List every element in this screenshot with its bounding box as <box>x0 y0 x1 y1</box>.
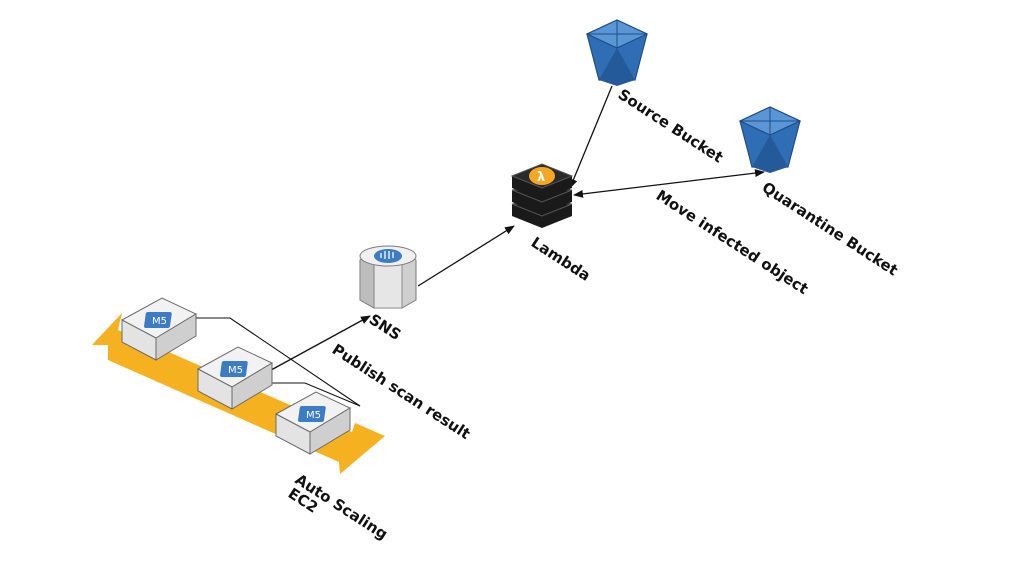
sns-icon <box>359 245 417 309</box>
instance-type-badge: M5 <box>220 361 248 377</box>
ec2-instance: M5 <box>196 346 274 410</box>
instance-type-label: M5 <box>228 365 243 376</box>
lambda-icon: λ <box>510 163 574 228</box>
source-to-lambda-connector <box>569 85 613 189</box>
s3-bucket-icon <box>585 19 649 86</box>
source-bucket-label: Source Bucket <box>615 85 727 166</box>
instance-type-badge: M5 <box>144 312 172 328</box>
ec2-instance: M5 <box>120 297 198 361</box>
ec2-instance: M5 <box>274 391 352 455</box>
s3-bucket-icon <box>738 106 802 173</box>
sns-to-lambda-connector <box>417 225 515 287</box>
sns-label: SNS <box>366 310 404 344</box>
svg-text:λ: λ <box>537 170 545 185</box>
publish-scan-label: Publish scan result <box>329 340 474 443</box>
instance-type-badge: M5 <box>298 406 326 422</box>
publish-scan-connector <box>261 315 371 376</box>
lambda-label: Lambda <box>528 233 594 285</box>
instance-type-label: M5 <box>306 410 321 421</box>
lambda-quarantine-connector <box>573 169 765 198</box>
instance-type-label: M5 <box>152 316 167 327</box>
